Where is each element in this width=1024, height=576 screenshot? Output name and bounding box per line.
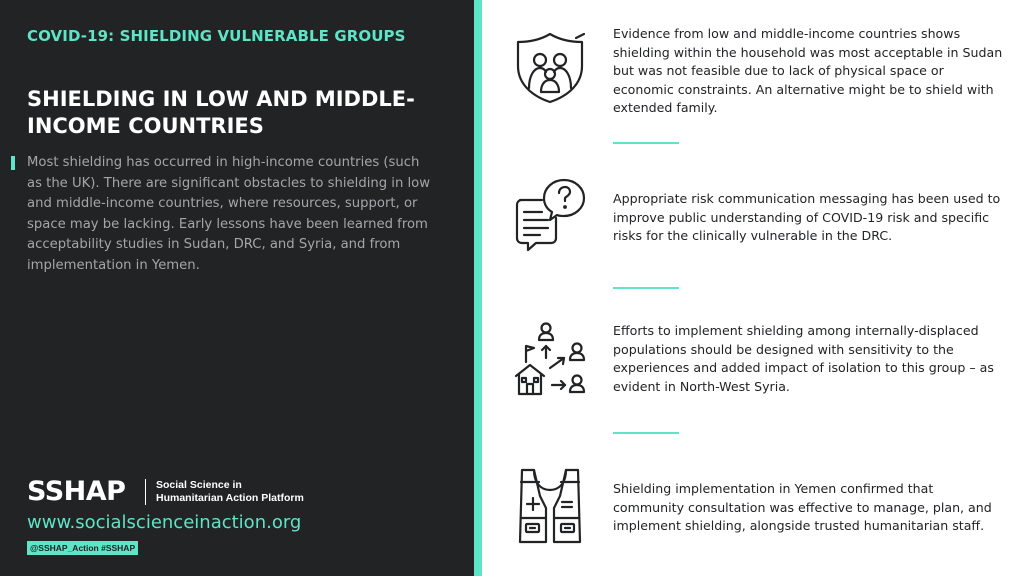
shield-family-icon [512,30,588,106]
humanitarian-vest-icon [512,468,588,544]
item-text-3: Efforts to implement shielding among int… [613,323,994,394]
item-text-4: Shielding implementation in Yemen confir… [613,481,992,533]
accent-stripe [474,0,482,576]
eyebrow-heading: COVID-19: SHIELDING VULNERABLE GROUPS [27,27,406,45]
brand-divider [145,479,146,505]
item-text-1: Evidence from low and middle-income coun… [613,26,1003,115]
item-separator [613,142,679,144]
item-separator [613,287,679,289]
left-panel [0,0,474,576]
displacement-icon [512,322,588,398]
brand-subtitle-line2: Humanitarian Action Platform [156,492,304,504]
item-text-2: Appropriate risk communication messaging… [613,191,1001,243]
intro-accent-bar [11,156,15,170]
chat-question-icon [512,178,588,254]
intro-paragraph: Most shielding has occurred in high-inco… [27,155,431,273]
brand-subtitle-line1: Social Science in [156,479,242,491]
brand-subtitle: Social Science in Humanitarian Action Pl… [156,479,356,505]
item-separator [613,432,679,434]
website-link[interactable]: www.socialscienceinaction.org [27,512,302,533]
page-title: SHIELDING IN LOW AND MIDDLE-INCOME COUNT… [27,87,415,138]
brand-logo: SSHAP [27,476,126,507]
social-handles: @SSHAP_Action #SSHAP [27,541,139,555]
